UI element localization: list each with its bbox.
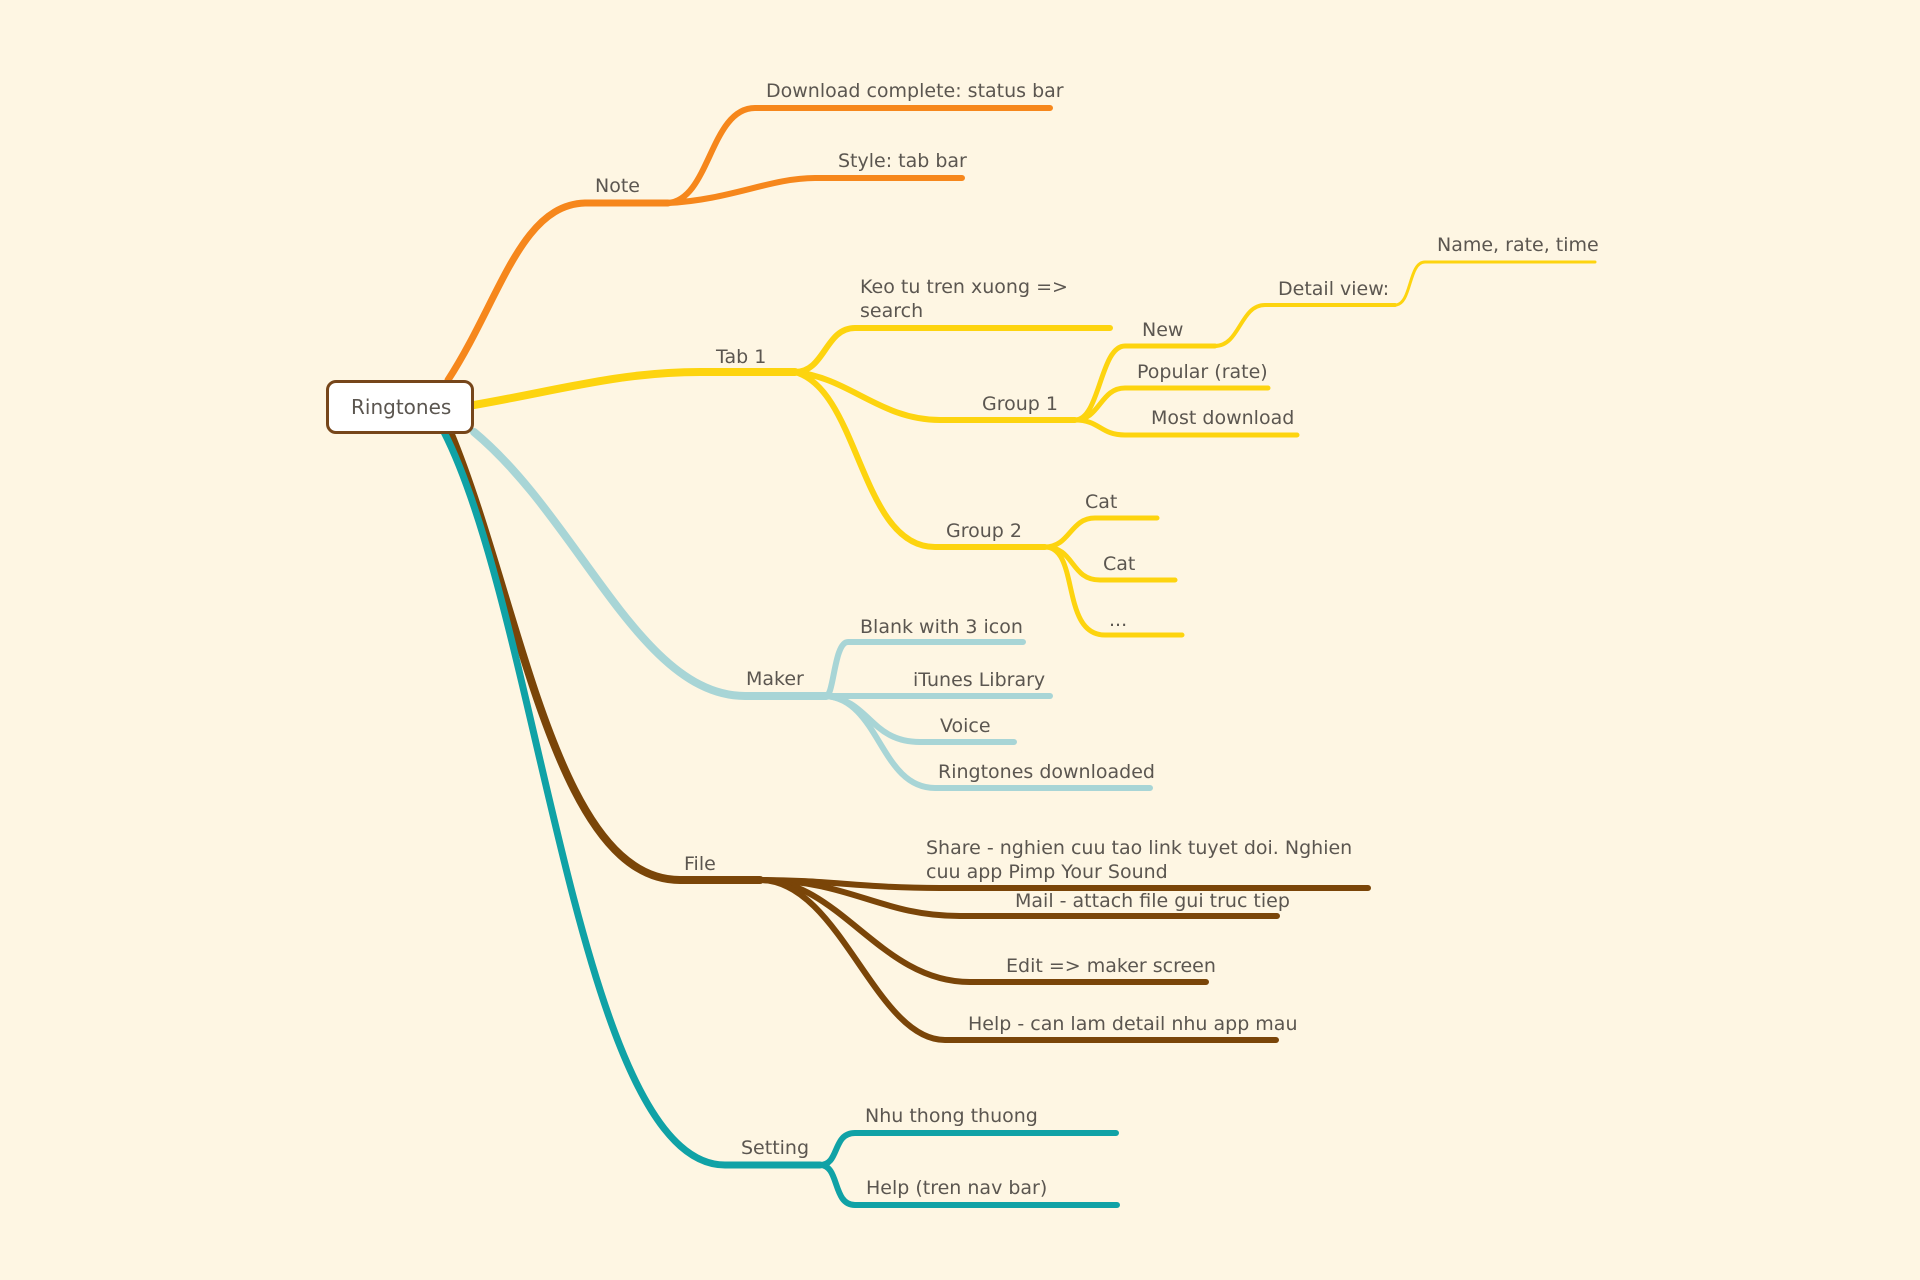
node-setting[interactable]: Setting [741,1137,810,1159]
link-note-style [665,175,965,206]
link-group2-more [1042,544,1185,638]
node-share[interactable]: Share - nghien cuu tao link tuyet doi. N… [926,837,1353,883]
node-cat-2[interactable]: Cat [1103,553,1136,575]
node-style-tab-bar[interactable]: Style: tab bar [838,150,967,172]
node-detail-view[interactable]: Detail view: [1278,278,1390,300]
node-voice[interactable]: Voice [940,715,991,737]
link-root-setting [440,428,824,1169]
node-edit[interactable]: Edit => maker screen [1006,955,1216,977]
link-file-help [757,877,1279,1043]
node-group2[interactable]: Group 2 [946,520,1022,542]
link-file-mail [757,877,1280,919]
link-tab1-group2 [792,369,1048,550]
node-help-nav-bar[interactable]: Help (tren nav bar) [866,1177,1048,1199]
link-tab1-search [792,325,1113,375]
link-maker-ringtones [823,693,1153,791]
node-maker[interactable]: Maker [746,668,804,690]
node-tab1[interactable]: Tab 1 [716,346,767,368]
link-new-detail [1213,303,1397,348]
node-nhu-thong-thuong[interactable]: Nhu thong thuong [865,1105,1038,1127]
node-group1[interactable]: Group 1 [982,393,1058,415]
root-node-label: Ringtones [351,395,452,419]
link-root-maker [470,428,830,700]
node-itunes-library[interactable]: iTunes Library [913,669,1046,691]
link-setting-nhu [817,1130,1119,1168]
node-download-complete[interactable]: Download complete: status bar [766,80,1064,102]
link-detail-fields [1393,260,1597,307]
node-note[interactable]: Note [595,175,640,197]
node-ringtones-downloaded[interactable]: Ringtones downloaded [938,761,1155,783]
node-most-download[interactable]: Most download [1151,407,1295,429]
node-detail-fields[interactable]: Name, rate, time [1437,234,1599,256]
link-setting-help [817,1162,1120,1208]
link-root-tab1 [470,368,799,409]
node-cat-1[interactable]: Cat [1085,491,1118,513]
link-tab1-group1 [792,369,1078,423]
node-popular[interactable]: Popular (rate) [1137,361,1268,383]
node-new[interactable]: New [1142,319,1184,341]
node-search[interactable]: Keo tu tren xuong => search [860,276,1068,322]
node-help-file[interactable]: Help - can lam detail nhu app mau [968,1013,1298,1035]
link-root-file [446,428,764,884]
node-blank-with-3-icon[interactable]: Blank with 3 icon [860,616,1023,638]
link-note-download [665,105,1053,206]
node-file[interactable]: File [684,853,716,875]
link-group2-cat1 [1042,515,1160,550]
root-node[interactable]: Ringtones [326,380,474,434]
node-mail[interactable]: Mail - attach file gui truc tiep [1015,890,1290,912]
link-root-note [444,199,672,384]
node-more[interactable]: ... [1109,609,1128,631]
link-group1-most [1072,417,1300,438]
